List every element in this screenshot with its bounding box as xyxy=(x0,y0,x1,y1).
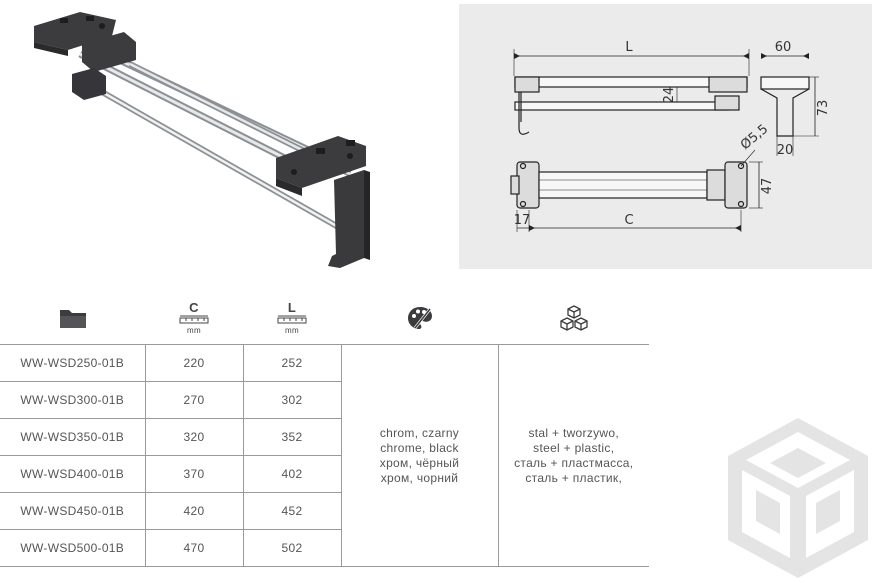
cell-c: 470 xyxy=(144,529,244,567)
cell-c: 370 xyxy=(144,455,244,493)
finish-line-en: chrome, black xyxy=(380,440,459,455)
header-finish xyxy=(341,292,498,345)
product-image xyxy=(34,12,370,268)
slide-carriage xyxy=(72,32,136,100)
header-l-unit: mm xyxy=(285,325,299,335)
dim-17: 17 xyxy=(514,213,531,228)
ruler-icon xyxy=(277,315,307,323)
header-code xyxy=(0,292,145,345)
cell-c: 420 xyxy=(144,492,244,530)
table-row: WW-WSD350-01B 320 352 xyxy=(0,418,649,456)
ruler-icon xyxy=(179,315,209,323)
material-line-pl: stal + tworzywo, xyxy=(528,425,619,440)
dim-C: C xyxy=(624,213,633,228)
cell-l: 452 xyxy=(242,492,341,530)
cell-code: WW-WSD450-01B xyxy=(0,492,146,530)
header-c-unit: mm xyxy=(187,325,201,335)
header-c: C mm xyxy=(145,292,243,345)
cell-code: WW-WSD300-01B xyxy=(0,381,146,419)
cell-code: WW-WSD350-01B xyxy=(0,418,146,456)
cell-l: 402 xyxy=(242,455,341,493)
dimension-l-icon: L mm xyxy=(277,301,307,335)
dim-60: 60 xyxy=(775,40,792,55)
dim-24: 24 xyxy=(662,87,677,104)
cubes-icon xyxy=(559,305,588,331)
dim-diameter: Ø5,5 xyxy=(738,122,771,153)
side-view xyxy=(513,49,750,135)
dim-20: 20 xyxy=(777,143,794,158)
material-line-en: steel + plastic, xyxy=(533,440,615,455)
material-line-ru: сталь + пластмасса, xyxy=(514,455,634,470)
dim-L: L xyxy=(625,40,633,55)
cell-finish: chrom, czarny chrome, black хром, чёрный… xyxy=(340,344,499,567)
header-c-letter: C xyxy=(189,299,199,315)
table-header: C mm L mm xyxy=(0,292,649,345)
cell-c: 220 xyxy=(144,344,244,382)
cell-c: 320 xyxy=(144,418,244,456)
cube-watermark-icon xyxy=(728,418,868,578)
finish-line-ua: хром, чорний xyxy=(380,470,459,485)
table-row: WW-WSD450-01B 420 452 xyxy=(0,492,649,530)
cell-l: 352 xyxy=(242,418,341,456)
top-view xyxy=(510,149,763,232)
header-material xyxy=(498,292,649,345)
front-hanger-plate xyxy=(328,170,370,268)
dim-47: 47 xyxy=(760,178,775,195)
front-bracket xyxy=(276,136,366,196)
table-row: WW-WSD500-01B 470 502 xyxy=(0,529,649,567)
palette-icon xyxy=(407,307,432,329)
finish-line-ru: хром, чёрный xyxy=(379,455,460,470)
spec-table: C mm L mm xyxy=(0,292,649,567)
technical-drawing: L 24 60 73 20 Ø xyxy=(459,4,872,269)
dim-73: 73 xyxy=(816,100,831,117)
cell-c: 270 xyxy=(144,381,244,419)
chrome-rails xyxy=(78,42,352,231)
cell-code: WW-WSD250-01B xyxy=(0,344,146,382)
header-l-letter: L xyxy=(287,299,297,315)
end-view xyxy=(760,53,819,156)
cell-l: 502 xyxy=(242,529,341,567)
table-row: WW-WSD300-01B 270 302 xyxy=(0,381,649,419)
header-l: L mm xyxy=(243,292,341,345)
cell-l: 252 xyxy=(242,344,342,382)
material-line-ua: сталь + пластик, xyxy=(525,470,623,485)
cell-l: 302 xyxy=(242,381,341,419)
cell-material: stal + tworzywo, steel + plastic, сталь … xyxy=(497,344,649,567)
cell-code: WW-WSD400-01B xyxy=(0,455,146,493)
folder-icon xyxy=(59,310,86,328)
cell-code: WW-WSD500-01B xyxy=(0,529,146,567)
table-row: WW-WSD250-01B 220 252 chrom, czarny chro… xyxy=(0,344,649,567)
finish-line-pl: chrom, czarny xyxy=(379,425,460,440)
dimension-c-icon: C mm xyxy=(179,301,209,335)
